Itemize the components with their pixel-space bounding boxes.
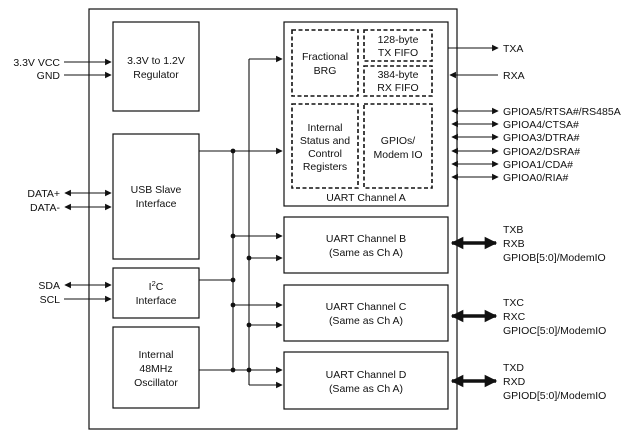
rx-fifo-block xyxy=(363,65,433,97)
tx-fifo-block xyxy=(363,29,433,62)
junction-dot xyxy=(230,148,236,154)
gpio-label-2: Modem IO xyxy=(373,149,422,161)
brg-block xyxy=(291,29,359,97)
pin-gnd-label: GND xyxy=(37,70,61,82)
pin-gpioc-label: GPIOC[5:0]/ModemIO xyxy=(503,325,606,337)
status-registers-block xyxy=(291,103,359,189)
uart-a-block: Fractional BRG 128-byte TX FIFO 384-byte… xyxy=(283,21,449,207)
pin-gpioa5-label: GPIOA5/RTSA#/RS485A xyxy=(503,106,621,118)
pin-gpioa2-label: GPIOA2/DSRA# xyxy=(503,146,580,158)
pin-vcc-label: 3.3V VCC xyxy=(13,57,60,69)
uart-d-block: UART Channel D (Same as Ch A) xyxy=(283,351,449,410)
osc-label-3: Oscillator xyxy=(134,377,178,389)
gpio-modem-block xyxy=(363,103,433,189)
oscillator-block: Internal 48MHz Oscillator xyxy=(112,326,200,409)
pin-txd-label: TXD xyxy=(503,362,524,374)
uart-b-label-1: UART Channel B xyxy=(326,233,406,245)
uart-c-block: UART Channel C (Same as Ch A) xyxy=(283,284,449,342)
i2c-superscript: 2 xyxy=(152,279,156,288)
pin-txa-label: TXA xyxy=(503,43,523,55)
i2c-letter-i: I xyxy=(149,281,152,293)
pin-rxa-label: RXA xyxy=(503,70,525,82)
junction-dot xyxy=(230,233,236,239)
pin-gpiob-label: GPIOB[5:0]/ModemIO xyxy=(503,252,606,264)
osc-label-1: Internal xyxy=(138,349,173,361)
junction-dot xyxy=(246,322,252,328)
pin-rxc-label: RXC xyxy=(503,311,526,323)
pin-sda-label: SDA xyxy=(38,280,60,292)
tx-fifo-label-1: 128-byte xyxy=(378,34,419,46)
i2c-label-2: Interface xyxy=(136,295,177,307)
brg-label-2: BRG xyxy=(314,65,337,77)
pin-txc-label: TXC xyxy=(503,297,524,309)
uart-d-label-1: UART Channel D xyxy=(326,369,407,381)
junction-dot xyxy=(246,367,252,373)
left-pins: 3.3V VCC GND DATA+ DATA- SDA SCL xyxy=(13,57,112,306)
i2c-block: I2C Interface xyxy=(112,267,200,319)
uart-c-label-1: UART Channel C xyxy=(326,301,407,313)
usb-label-1: USB Slave xyxy=(131,184,182,196)
uart-d-label-2: (Same as Ch A) xyxy=(329,383,403,395)
status-label-1: Internal xyxy=(307,122,342,134)
junction-dot xyxy=(246,255,252,261)
regulator-label-2: Regulator xyxy=(133,69,179,81)
pin-rxd-label: RXD xyxy=(503,376,526,388)
junction-dot xyxy=(230,302,236,308)
rx-fifo-label-1: 384-byte xyxy=(378,69,419,81)
tx-fifo-label-2: TX FIFO xyxy=(378,47,418,59)
uart-c-label-2: (Same as Ch A) xyxy=(329,315,403,327)
pin-gpioa3-label: GPIOA3/DTRA# xyxy=(503,132,580,144)
junction-dot xyxy=(230,277,236,283)
pin-rxb-label: RXB xyxy=(503,238,525,250)
pin-gpioa4-label: GPIOA4/CTSA# xyxy=(503,119,579,131)
status-label-2: Status and xyxy=(300,135,350,147)
regulator-label-1: 3.3V to 1.2V xyxy=(127,55,185,67)
pin-data-plus-label: DATA+ xyxy=(27,188,60,200)
pin-gpioa1-label: GPIOA1/CDA# xyxy=(503,159,573,171)
usb-slave-block: USB Slave Interface xyxy=(112,133,200,260)
pin-data-minus-label: DATA- xyxy=(30,202,60,214)
pin-scl-label: SCL xyxy=(40,294,61,306)
osc-label-2: 48MHz xyxy=(139,363,172,375)
brg-label-1: Fractional xyxy=(302,51,348,63)
uart-b-label-2: (Same as Ch A) xyxy=(329,247,403,259)
gpio-label-1: GPIOs/ xyxy=(381,135,416,147)
right-pins-a: TXA RXA GPIOA5/RTSA#/RS485A GPIOA4/CTSA#… xyxy=(448,43,621,184)
pin-txb-label: TXB xyxy=(503,224,523,236)
rx-fifo-label-2: RX FIFO xyxy=(377,82,418,94)
junction-dot xyxy=(230,367,236,373)
i2c-label-1: I2C xyxy=(149,279,164,293)
right-pins-bcd: TXB RXB GPIOB[5:0]/ModemIO TXC RXC GPIOC… xyxy=(450,224,606,402)
status-label-4: Registers xyxy=(303,161,347,173)
pin-gpioa0-label: GPIOA0/RIA# xyxy=(503,172,569,184)
regulator-block: 3.3V to 1.2V Regulator xyxy=(112,21,200,112)
uart-a-title: UART Channel A xyxy=(326,192,406,204)
internal-wiring xyxy=(199,55,283,389)
i2c-letter-c: C xyxy=(156,281,164,293)
uart-b-block: UART Channel B (Same as Ch A) xyxy=(283,216,449,274)
pin-gpiod-label: GPIOD[5:0]/ModemIO xyxy=(503,390,606,402)
usb-label-2: Interface xyxy=(136,198,177,210)
status-label-3: Control xyxy=(308,148,342,160)
